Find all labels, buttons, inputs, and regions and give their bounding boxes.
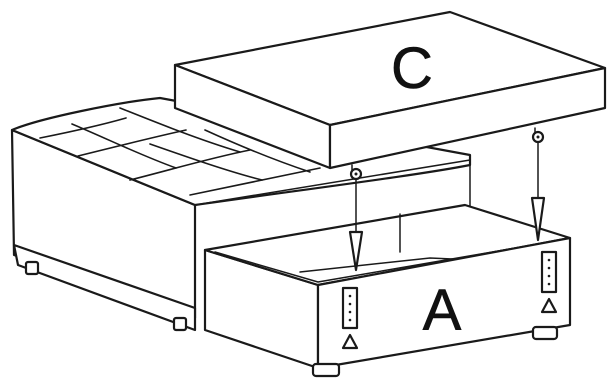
up-triangle-icon [341,333,359,350]
top-panel-label: C [391,36,433,101]
ottoman-inner-edge [194,159,471,206]
drawer-foot-right [531,325,559,341]
cushion-seam [77,129,187,157]
bracket-rail-icon [540,250,558,294]
cushion-seam [39,117,127,139]
bracket-rail-icon [341,286,359,330]
hook-icon [531,127,545,144]
cushion-seam [204,129,311,173]
hook-icon [349,164,363,181]
ottoman-foot-right [172,316,188,332]
top-panel-c: C [173,10,607,181]
panel-side-edge [328,66,607,170]
down-arrow-icon [348,179,364,272]
drawer-a: A [203,203,572,378]
cushion-seam [129,149,251,181]
up-triangle-icon [540,297,558,314]
ottoman-foot-left [24,260,40,276]
ottoman-base [12,243,197,332]
cushion-seam [149,143,263,181]
drawer-front-face [316,236,572,370]
drawer-label: A [423,278,462,343]
down-arrow-icon [530,142,546,242]
drawer-foot-left [311,362,341,378]
